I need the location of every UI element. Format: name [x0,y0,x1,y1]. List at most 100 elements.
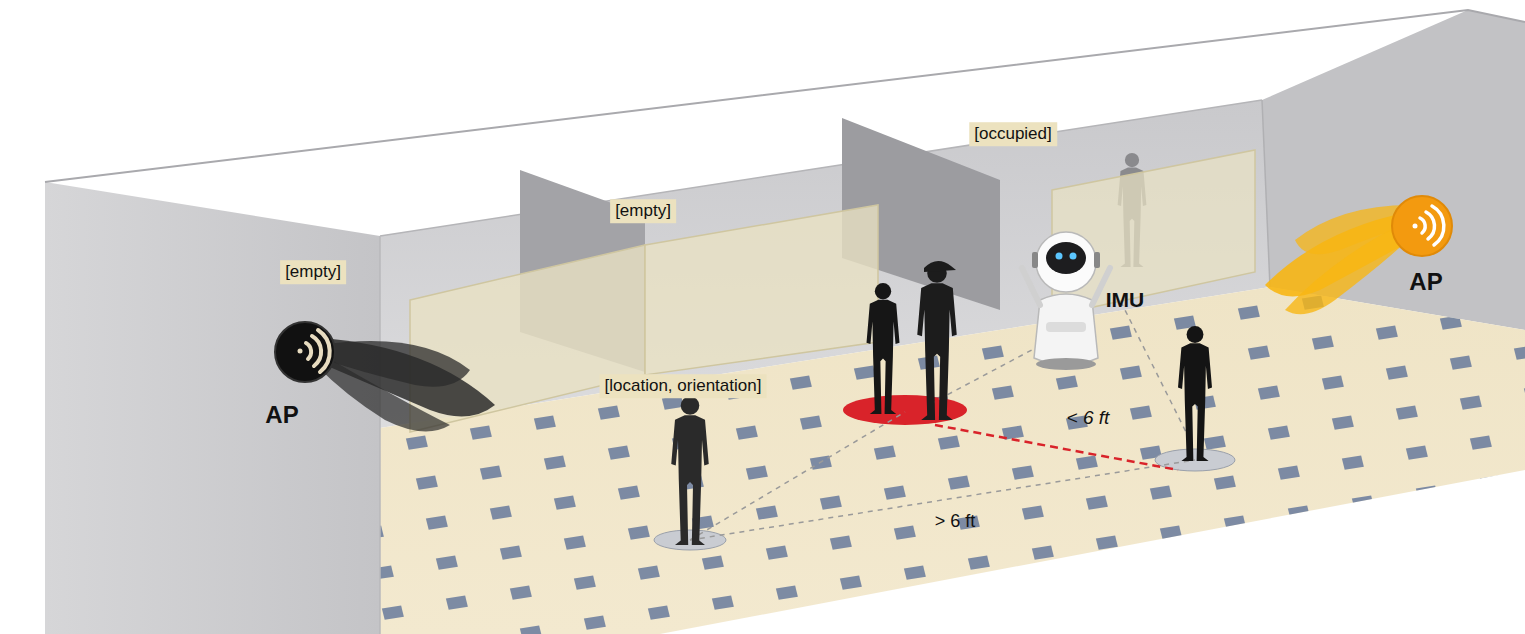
floor-tile [948,476,970,490]
floor-tile [790,376,812,390]
floor-tile [574,576,596,590]
floor-tile [1386,366,1408,380]
floor-tile [1426,526,1448,540]
floor-tile [584,616,606,630]
robot [1022,232,1110,370]
floor-tile [1076,456,1098,470]
floor-tile [554,496,576,510]
floor-tile [1322,376,1344,390]
floor-tile [628,526,650,540]
person-silhouette [917,263,957,420]
floor-tile [1238,306,1260,320]
floor-tile [1096,536,1118,550]
floor-tile [520,626,542,634]
floor-tile [416,476,438,490]
floor-tile [982,346,1004,360]
floor-tile [1288,506,1310,520]
floor-tile [1170,566,1192,580]
floor-tile [638,566,660,580]
floor-tile [298,536,320,550]
floor-tile [1376,326,1398,340]
floor-tile [1120,366,1142,380]
room-status: [empty] [610,199,676,223]
floor-tile [1312,336,1334,350]
distance-line [935,425,1178,470]
floor-tile [382,606,404,620]
wifi-symbol [298,330,330,372]
floor-tile [318,616,340,630]
floor-tile [180,596,202,610]
wifi-symbol [1413,206,1444,245]
floor-tile [1450,356,1472,370]
person-silhouette [867,283,900,414]
floor-tile [1396,406,1418,420]
floor-tile [278,456,300,470]
wall-rim [45,10,1525,182]
floor-tile [564,536,586,550]
floor-tile [490,506,512,520]
distance-label: > 6 ft [932,510,979,533]
floor-tile [342,446,364,460]
floor-tile [914,606,936,620]
floor-tile [244,586,266,600]
floor-tile [1362,536,1384,550]
right-wall [1262,10,1525,330]
floor-tile [1278,466,1300,480]
floor-tile [534,416,556,430]
floor-tile [894,526,916,540]
floor-tile [1470,436,1492,450]
floor-tile [978,596,1000,610]
floor-tile [254,626,276,634]
floor-tile [234,546,256,560]
floor-tile [352,486,374,500]
floor-tile [1224,516,1246,530]
glass-panel [645,205,878,375]
floor-tile [850,616,872,630]
floor-tile [436,556,458,570]
floor-tile [1012,466,1034,480]
floor-tile [160,516,182,530]
floor-tile [820,496,842,510]
floor-tile [992,386,1014,400]
floor-tile [854,366,876,380]
floor-tile [968,556,990,570]
floor-tile [1086,496,1108,510]
floor-tile [480,466,502,480]
floor-tile [1022,506,1044,520]
floor-tile [214,466,236,480]
cap [924,261,956,272]
floor-tile [1342,456,1364,470]
floor-tile [608,446,630,460]
ap-beam [1265,205,1412,314]
floor-tile [712,596,734,610]
floor-tile [510,586,532,600]
floor-tile [150,476,172,490]
floor-tile [544,456,566,470]
floor-tile [406,436,428,450]
access-point [275,322,335,382]
floor-tile [1160,526,1182,540]
floor-tile [1480,476,1502,490]
floor-tile [1406,446,1428,460]
floor-tile [1416,486,1438,500]
floor-tile [1056,376,1078,390]
floor-tile [800,416,822,430]
floor-tile [1298,546,1320,560]
floor-tile [904,566,926,580]
floor-tile [1268,426,1290,440]
room-status: [occupied] [969,122,1057,146]
distance-line [690,460,1195,540]
floor-tile [1366,286,1388,300]
imu-label: IMU [1103,287,1148,313]
floor-tile [1214,476,1236,490]
pose-tag: [location, orientation] [600,374,767,398]
floor-tile [470,426,492,440]
floor-tile [446,596,468,610]
floor-tile [776,586,798,600]
floor-tile [1490,516,1512,530]
floor-tile [938,436,960,450]
ap-label: AP [262,400,301,430]
floor-tile [746,466,768,480]
floor-tile [1150,486,1172,500]
